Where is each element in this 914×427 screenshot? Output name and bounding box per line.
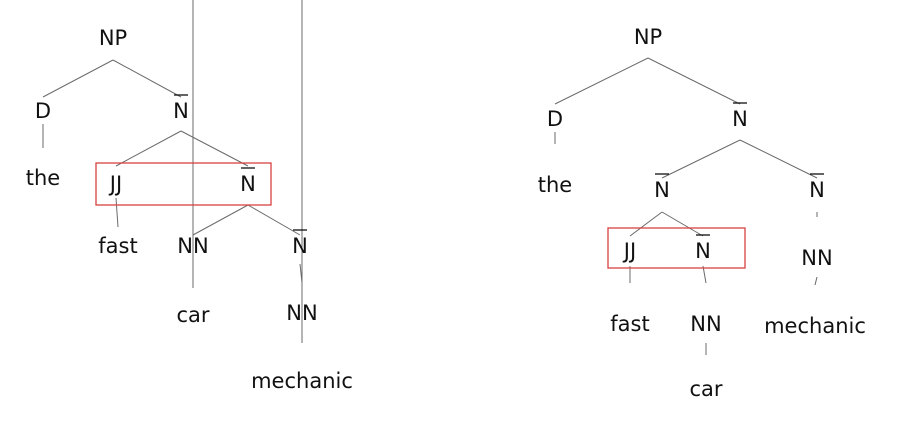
- tree-node-the: the: [26, 166, 60, 190]
- tree-node-jj: JJ: [622, 239, 636, 263]
- tree-node-fast: fast: [98, 234, 137, 258]
- tree-edge-np-d: [554, 57, 649, 105]
- tree-node-nn2: NN: [690, 312, 721, 336]
- tree-edge-nn1-mechanic: [814, 276, 818, 286]
- tree-node-n3: N: [809, 178, 825, 202]
- tree-edge-n2-nn1: [192, 204, 249, 236]
- tree-edge-n1-n3: [739, 139, 818, 179]
- tree-node-car: car: [689, 377, 722, 401]
- tree-edge-np-d: [42, 59, 114, 98]
- tree-node-n2: N: [240, 172, 256, 196]
- tree-node-d: D: [547, 107, 563, 131]
- tree-node-np: NP: [634, 25, 662, 49]
- tree-edge-n2-n3: [247, 204, 301, 236]
- tree-node-the: the: [538, 173, 572, 197]
- tree-node-mechanic: mechanic: [764, 314, 866, 338]
- tree-edge-n4-nn2: [702, 265, 707, 284]
- tree-node-nn2: NN: [286, 301, 317, 325]
- tree-node-np: NP: [99, 26, 127, 50]
- tree-edge-n1-n2: [180, 130, 249, 167]
- tree-node-n3: N: [292, 234, 308, 258]
- tree-node-nn1: NN: [177, 234, 208, 258]
- tree-node-car: car: [176, 303, 209, 327]
- tree-node-nn1: NN: [801, 246, 832, 270]
- tree-node-d: D: [35, 99, 51, 123]
- tree-node-mechanic: mechanic: [251, 369, 353, 393]
- tree-edge-n1-n2: [661, 139, 741, 179]
- tree-node-n4: N: [695, 239, 711, 263]
- tree-edge-n2-jj: [629, 211, 663, 237]
- tree-node-n1: N: [173, 99, 189, 123]
- tree-node-jj: JJ: [108, 172, 122, 196]
- tree-node-n2: N: [654, 178, 670, 202]
- tree-node-fast: fast: [610, 312, 649, 336]
- tree-node-n1: N: [732, 107, 748, 131]
- tree-edge-np-n1: [647, 57, 741, 105]
- tree-edge-n2-n4: [661, 211, 704, 237]
- highlight-box: [95, 162, 272, 206]
- highlight-box: [607, 227, 746, 269]
- tree-edge-n1-jj: [115, 130, 182, 167]
- tree-edge-jj-fast: [115, 197, 119, 228]
- tree-edge-np-n1: [112, 59, 182, 98]
